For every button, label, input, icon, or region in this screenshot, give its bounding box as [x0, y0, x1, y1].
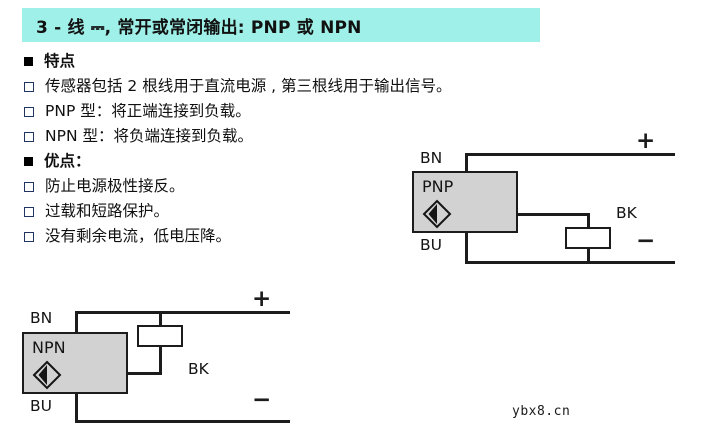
- hollow-square-bullet-icon: [24, 107, 34, 117]
- pnp-negative-symbol: −: [636, 228, 656, 254]
- npn-negative-symbol: −: [252, 387, 272, 413]
- title-band: [22, 8, 540, 42]
- advantages-section: 优点： 防止电源极性接反。 过载和短路保护。 没有剩余电流，低电压降。: [24, 150, 231, 250]
- features-section: 特点 传感器包括 2 根线用于直流电源 , 第三根线用于输出信号。 PNP 型：…: [24, 50, 452, 150]
- hollow-square-bullet-icon: [24, 207, 34, 217]
- proximity-sensor-symbol-icon: [32, 360, 62, 390]
- list-item: PNP 型：将正端连接到负载。: [24, 100, 452, 125]
- proximity-sensor-symbol-icon: [422, 199, 452, 229]
- pnp-bu-label: BU: [420, 236, 442, 254]
- advantages-heading-row: 优点：: [24, 150, 231, 175]
- pnp-output-wire: [518, 213, 590, 216]
- features-heading: 特点: [44, 52, 76, 70]
- features-heading-row: 特点: [24, 50, 452, 75]
- list-item: 传感器包括 2 根线用于直流电源 , 第三根线用于输出信号。: [24, 75, 452, 100]
- pnp-sensor-body: PNP: [412, 171, 518, 233]
- filled-square-bullet-icon: [24, 157, 33, 166]
- npn-positive-rail: [75, 311, 290, 314]
- site-watermark: ybx8.cn: [512, 404, 571, 419]
- pnp-positive-rail: [465, 153, 675, 156]
- npn-sensor-label: NPN: [32, 338, 66, 357]
- advantages-item-0: 防止电源极性接反。: [45, 177, 185, 195]
- features-item-1: PNP 型：将正端连接到负载。: [45, 102, 251, 120]
- features-item-2: NPN 型：将负端连接到负载。: [45, 127, 253, 145]
- pnp-bk-label: BK: [616, 204, 637, 222]
- pnp-load-bottom-lead: [587, 248, 590, 263]
- filled-square-bullet-icon: [24, 57, 33, 66]
- advantages-item-2: 没有剩余电流，低电压降。: [45, 227, 232, 245]
- npn-load-bottom-lead: [159, 346, 162, 374]
- pnp-negative-rail: [465, 261, 675, 264]
- pnp-load-top-lead: [587, 213, 590, 227]
- hollow-square-bullet-icon: [24, 132, 34, 142]
- advantages-heading: 优点：: [44, 152, 91, 170]
- pnp-bn-riser: [465, 153, 468, 171]
- npn-bu-label: BU: [30, 397, 52, 415]
- hollow-square-bullet-icon: [24, 182, 34, 192]
- page-title: 3 - 线 ⎓, 常开或常闭输出: PNP 或 NPN: [36, 18, 362, 38]
- pnp-bu-riser: [465, 233, 468, 263]
- pnp-bn-label: BN: [420, 149, 443, 167]
- list-item: 防止电源极性接反。: [24, 175, 231, 200]
- npn-load-top-lead: [159, 311, 162, 325]
- npn-negative-rail: [75, 420, 290, 423]
- pnp-circuit-diagram: PNP BN BU BK + −: [402, 126, 705, 264]
- pnp-load-resistor: [565, 227, 611, 249]
- npn-circuit-diagram: NPN BN BU BK + −: [12, 284, 312, 423]
- list-item: NPN 型：将负端连接到负载。: [24, 125, 452, 150]
- npn-output-wire: [128, 372, 162, 375]
- features-item-0: 传感器包括 2 根线用于直流电源 , 第三根线用于输出信号。: [45, 77, 452, 95]
- hollow-square-bullet-icon: [24, 232, 34, 242]
- pnp-positive-symbol: +: [636, 128, 656, 154]
- pnp-sensor-label: PNP: [422, 177, 454, 196]
- npn-bn-label: BN: [30, 309, 53, 327]
- npn-sensor-body: NPN: [22, 332, 128, 394]
- hollow-square-bullet-icon: [24, 82, 34, 92]
- npn-bu-riser: [75, 394, 78, 422]
- npn-bn-riser: [75, 311, 78, 332]
- list-item: 没有剩余电流，低电压降。: [24, 225, 231, 250]
- list-item: 过载和短路保护。: [24, 200, 231, 225]
- npn-load-resistor: [137, 325, 183, 347]
- npn-positive-symbol: +: [252, 286, 272, 312]
- npn-bk-label: BK: [188, 360, 209, 378]
- advantages-item-1: 过载和短路保护。: [45, 202, 170, 220]
